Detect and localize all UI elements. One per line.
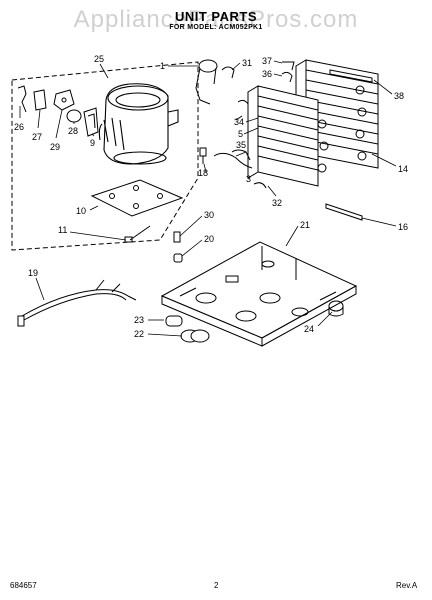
- callout-3: 3: [246, 174, 251, 184]
- callout-5: 5: [238, 129, 243, 139]
- compressor-base-plate: [90, 179, 184, 217]
- base-pan: [160, 241, 358, 347]
- wire-harness: [17, 279, 137, 327]
- callout-11: 11: [58, 225, 67, 235]
- terminal-cover-9: [83, 107, 99, 137]
- fitting-part-18: [199, 147, 207, 164]
- clip-part-32: [253, 182, 267, 189]
- page-title: UNIT PARTS: [174, 9, 258, 24]
- callout-22: 22: [134, 329, 144, 339]
- page-number: 2: [214, 581, 219, 590]
- callout-35: 35: [236, 140, 246, 150]
- callout-29: 29: [50, 142, 60, 152]
- bushing-part-23: [165, 315, 183, 327]
- document-number: 684657: [10, 581, 37, 590]
- callout-16: 16: [398, 222, 408, 232]
- clip-part-34: [235, 99, 249, 121]
- callout-32: 32: [272, 198, 282, 208]
- overload-28: [66, 109, 82, 123]
- cover-27: [33, 89, 47, 111]
- seal-strip-part-16: [325, 203, 363, 221]
- callout-28: 28: [68, 126, 78, 136]
- compressor: [98, 83, 179, 165]
- callout-37: 37: [262, 56, 272, 66]
- callout-20: 20: [204, 234, 214, 244]
- callout-21: 21: [300, 220, 310, 230]
- terminal-block-29: [53, 89, 75, 111]
- callout-34: 34: [234, 117, 244, 127]
- callout-38: 38: [394, 91, 404, 101]
- leader-lines: [19, 60, 397, 337]
- callout-14: 14: [398, 164, 408, 174]
- compressor-group-outline: [11, 61, 199, 251]
- callout-30: 30: [204, 210, 214, 220]
- suction-tube-part-1: [195, 59, 218, 105]
- bracket-part-31: [221, 66, 235, 79]
- seal-strip-part-38: [329, 69, 373, 83]
- callout-9: 9: [90, 138, 95, 148]
- callout-31: 31: [242, 58, 252, 68]
- isolator-part-24: [328, 300, 344, 317]
- spacer-part-30: [173, 231, 181, 243]
- callout-23: 23: [134, 315, 144, 325]
- callout-1: 1: [160, 61, 165, 71]
- clip-part-37: [282, 61, 295, 71]
- watermark: AppliancePartsPros.com: [73, 6, 359, 33]
- grommet-part-20: [173, 253, 183, 263]
- revision-label: Rev.A: [396, 581, 418, 590]
- callout-27: 27: [32, 132, 42, 142]
- callout-26: 26: [14, 122, 24, 132]
- tube-part-35: [231, 149, 251, 161]
- evaporator-coil: [247, 85, 329, 187]
- wire-clip-26: [17, 85, 27, 113]
- callout-25: 25: [94, 54, 104, 64]
- callout-36: 36: [262, 69, 272, 79]
- callout-24: 24: [304, 324, 314, 334]
- callout-18: 18: [198, 168, 208, 178]
- hose-part-3: [213, 152, 253, 169]
- callout-10: 10: [76, 206, 86, 216]
- bolt-part-11: [124, 225, 151, 243]
- callout-19: 19: [28, 268, 38, 278]
- callout-numbers: 1 31 37 36 38 34 5 35 3 32 14 16 21 18 3…: [14, 54, 408, 339]
- foot-part-22: [180, 329, 210, 343]
- clip-part-36: [281, 71, 293, 83]
- model-subtitle: FOR MODEL: ACM052PK1: [169, 24, 263, 31]
